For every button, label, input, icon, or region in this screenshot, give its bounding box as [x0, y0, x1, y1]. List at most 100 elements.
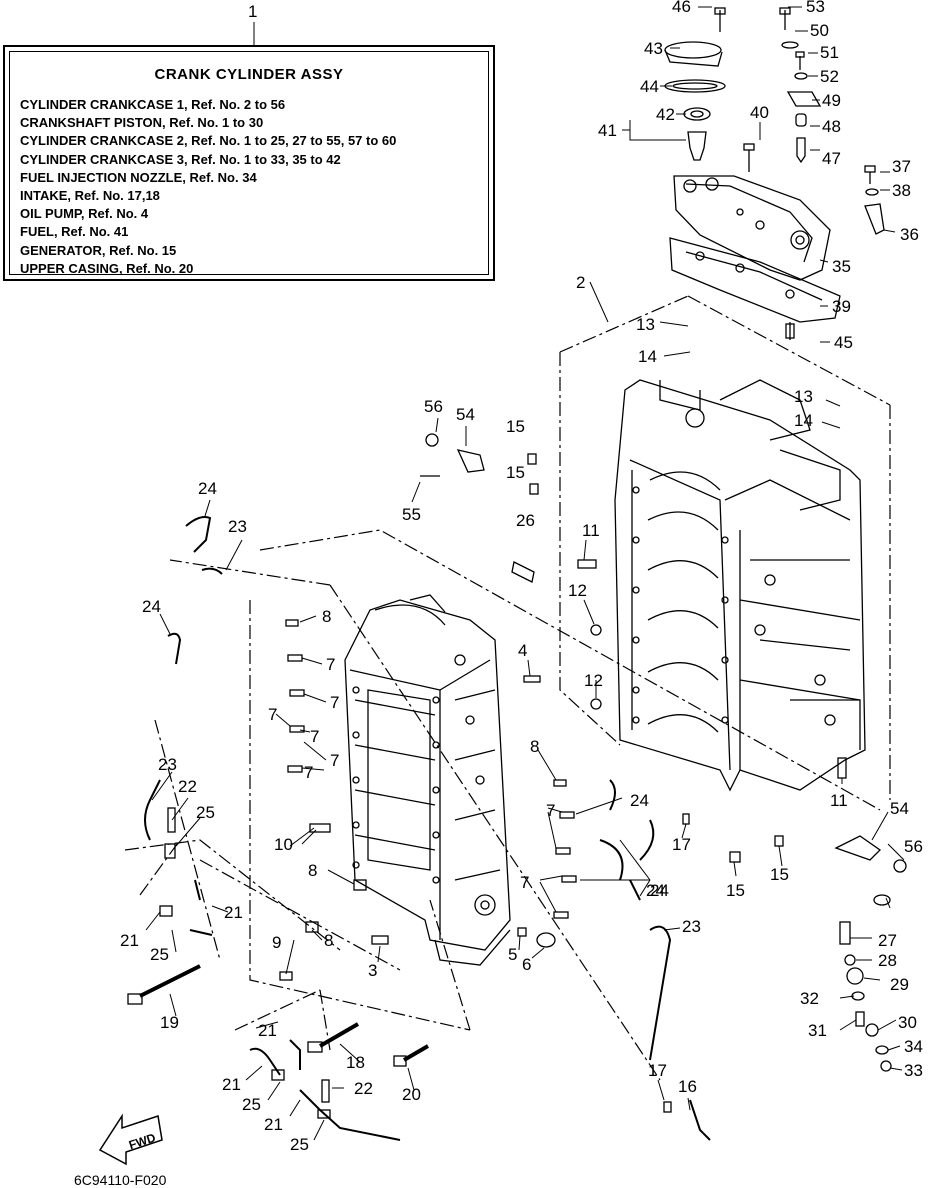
fwd-arrow-icon — [98, 1113, 163, 1166]
leader-lines — [145, 6, 905, 1141]
callout-label: 10 — [274, 835, 293, 854]
callout-label: 7 — [520, 873, 529, 892]
callout-label: 25 — [290, 1135, 309, 1154]
ref-line: CYLINDER CRANKCASE 2, Ref. No. 1 to 25, … — [20, 133, 397, 149]
thermostat-cover — [673, 175, 831, 281]
callout-label: 24 — [198, 479, 217, 498]
callout-label: 50 — [810, 21, 829, 40]
callout-label: 15 — [506, 417, 525, 436]
callout-label: 24 — [646, 881, 665, 900]
callout-label: 15 — [726, 881, 745, 900]
callout-label: 24 — [630, 791, 649, 810]
callout-label: 15 — [506, 463, 525, 482]
callout-label: 41 — [598, 121, 617, 140]
cover-gasket — [669, 237, 841, 323]
callout-label: 21 — [222, 1075, 241, 1094]
ref-line: CYLINDER CRANKCASE 3, Ref. No. 1 to 33, … — [20, 151, 341, 167]
callout-label: 53 — [806, 0, 825, 16]
callout-label: 12 — [584, 671, 603, 690]
callout-label: 46 — [672, 0, 691, 16]
callout-label: 29 — [890, 975, 909, 994]
callout-label: 45 — [834, 333, 853, 352]
callout-label: 15 — [770, 865, 789, 884]
callout-label: 22 — [178, 777, 197, 796]
callout-label: 20 — [402, 1085, 421, 1104]
callout-label: 16 — [678, 1077, 697, 1096]
callout-label: 7 — [310, 727, 319, 746]
callout-label: 17 — [648, 1061, 667, 1080]
callout-label: 14 — [794, 411, 813, 430]
callout-label: 18 — [346, 1053, 365, 1072]
callout-label: 42 — [656, 105, 675, 124]
fittings — [159, 453, 892, 1119]
ref-line: OIL PUMP, Ref. No. 4 — [20, 206, 149, 222]
callout-label: 56 — [904, 837, 923, 856]
drawing-id: 6C94110-F020 — [74, 1172, 167, 1188]
callout-label: 3 — [368, 961, 377, 980]
ref-line: INTAKE, Ref. No. 17,18 — [20, 188, 160, 204]
callout-label: 31 — [808, 1021, 827, 1040]
callout-label: 7 — [330, 693, 339, 712]
callout-label: 21 — [120, 931, 139, 950]
ref-line: FUEL INJECTION NOZZLE, Ref. No. 34 — [20, 169, 257, 185]
callout-label: 8 — [530, 737, 539, 756]
info-box-ref-number: 1 — [248, 2, 258, 21]
callout-label: 8 — [322, 607, 331, 626]
callout-label: 47 — [822, 149, 841, 168]
assembly-info-box: CRANK CYLINDER ASSY CYLINDER CRANKCASE 1… — [3, 45, 495, 281]
assembly-title: CRANK CYLINDER ASSY — [154, 66, 344, 83]
callout-label: 38 — [892, 181, 911, 200]
callout-label: 44 — [640, 77, 659, 96]
callout-label: 56 — [424, 397, 443, 416]
cap-upper — [425, 433, 439, 447]
callout-label: 34 — [904, 1037, 923, 1056]
callout-label: 5 — [508, 945, 517, 964]
assembly-info-inner: CRANK CYLINDER ASSY CYLINDER CRANKCASE 1… — [9, 51, 489, 276]
crankcase — [344, 594, 511, 966]
hoses — [144, 516, 711, 1141]
callout-label: 26 — [516, 511, 535, 530]
callout-label: 24 — [142, 597, 161, 616]
ref-line: CRANKSHAFT PISTON, Ref. No. 1 to 30 — [20, 115, 264, 131]
callout-label: 6 — [522, 955, 531, 974]
callout-label: 30 — [898, 1013, 917, 1032]
callout-label: 21 — [264, 1115, 283, 1134]
callout-label: 40 — [750, 103, 769, 122]
bracket-lower — [834, 835, 882, 861]
bracket-upper — [456, 449, 485, 473]
callout-label: 8 — [308, 861, 317, 880]
callout-label: 8 — [324, 931, 333, 950]
ref-line: GENERATOR, Ref. No. 15 — [20, 242, 177, 258]
callout-label: 51 — [820, 43, 839, 62]
callout-label: 25 — [196, 803, 215, 822]
callout-label: 27 — [878, 931, 897, 950]
assembly-frame-lines — [124, 295, 891, 1081]
callout-label: 21 — [258, 1021, 277, 1040]
fwd-label: FWD — [127, 1130, 158, 1152]
callout-label: 23 — [682, 917, 701, 936]
callout-numbers: 46 53 50 43 51 44 52 49 42 40 48 41 47 3… — [120, 0, 923, 1154]
callout-label: 23 — [228, 517, 247, 536]
callout-label: 49 — [822, 91, 841, 110]
callout-label: 11 — [830, 791, 848, 810]
callout-label: 54 — [456, 405, 475, 424]
callout-label: 7 — [326, 655, 335, 674]
callout-label: 35 — [832, 257, 851, 276]
callout-label: 25 — [150, 945, 169, 964]
callout-label: 23 — [158, 755, 177, 774]
callout-label: 36 — [900, 225, 919, 244]
callout-label: 48 — [822, 117, 841, 136]
callout-label: 7 — [546, 801, 555, 820]
callout-label: 24 — [650, 881, 669, 900]
callout-label: 17 — [672, 835, 691, 854]
callout-label: 39 — [832, 297, 851, 316]
callout-label: 33 — [904, 1061, 923, 1080]
ref-line: CYLINDER CRANKCASE 1, Ref. No. 2 to 56 — [20, 97, 286, 112]
callout-label: 4 — [518, 641, 527, 660]
callout-label: 12 — [568, 581, 587, 600]
callout-label: 32 — [800, 989, 819, 1008]
callout-label: 9 — [272, 933, 281, 952]
callout-label: 37 — [892, 157, 911, 176]
callout-label: 52 — [820, 67, 839, 86]
